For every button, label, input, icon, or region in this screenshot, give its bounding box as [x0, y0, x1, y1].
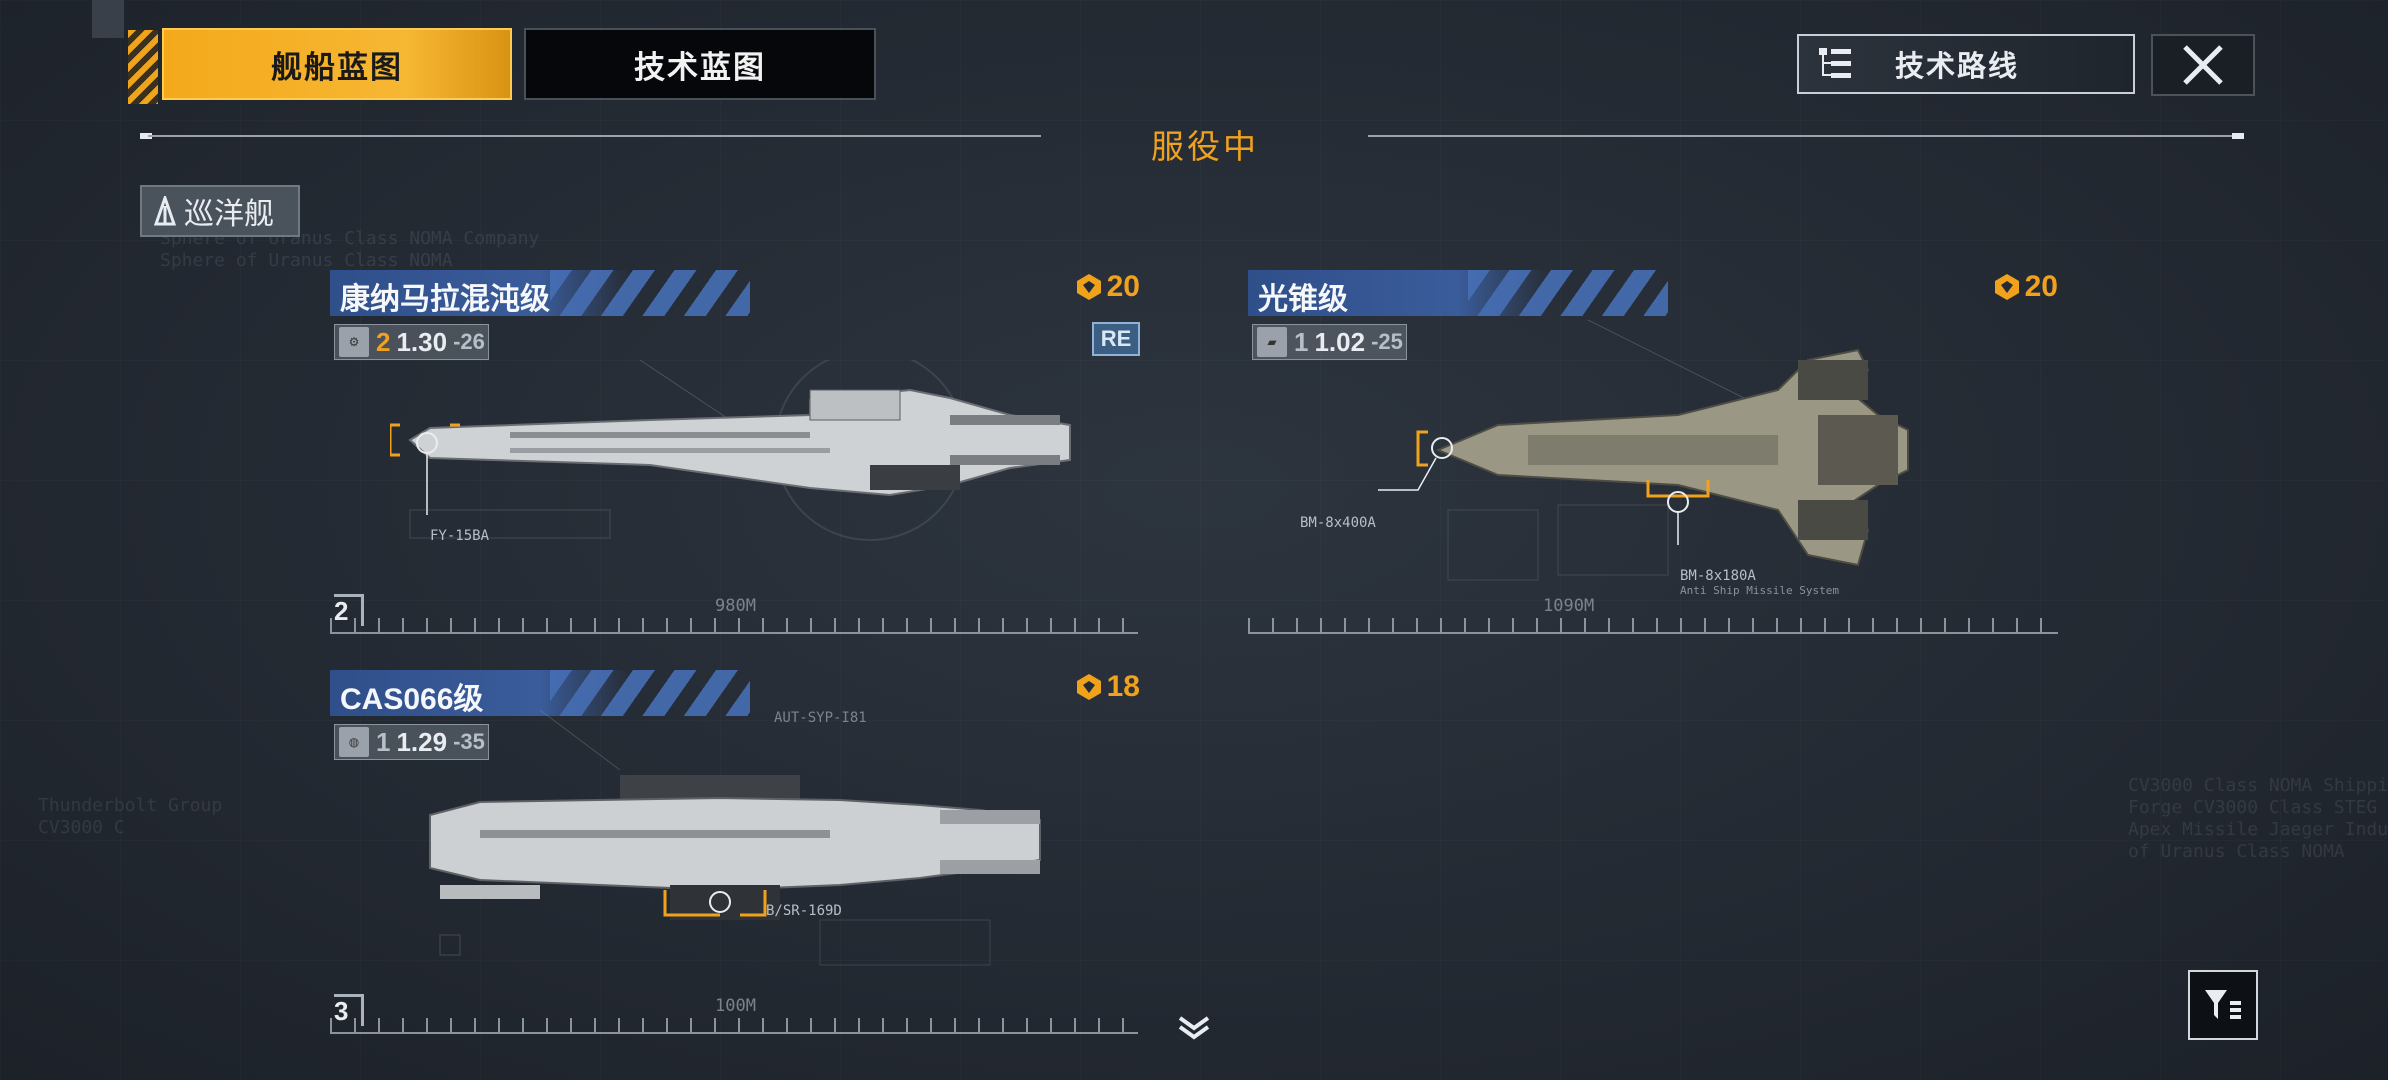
tree-list-icon: [1819, 48, 1851, 78]
corner-decoration: [92, 0, 124, 38]
ship-length: 100M: [715, 996, 756, 1016]
weapon-label: BM-8x400A: [1300, 515, 1376, 531]
ship-class-icon: ▰: [1257, 327, 1287, 357]
ship-length: 980M: [715, 596, 756, 616]
scroll-down-chevron-icon[interactable]: [1174, 1012, 1214, 1042]
ship-cost: 18: [1075, 670, 1140, 704]
weapon-label: BM-8x180A: [1680, 568, 1756, 584]
name-stripes: [550, 670, 750, 716]
ship-card[interactable]: 光锥级 ▰ 1 1.02 -25 20 BM-8x400A BM-8x180A …: [1248, 270, 2058, 640]
ship-ruler: [330, 1018, 1138, 1034]
ship-image: [1378, 320, 1909, 581]
name-stripes: [1468, 270, 1668, 316]
bg-decoration: Sphere of Uranus Class NOMA Company Sphe…: [160, 228, 540, 271]
stat-value: 1.29: [396, 726, 448, 757]
command-point-icon: [1994, 274, 2019, 300]
filter-button[interactable]: [2188, 970, 2258, 1040]
tech-route-button[interactable]: 技术路线: [1797, 34, 2135, 94]
ship-name: 光锥级: [1258, 283, 1348, 316]
ship-stats: ◍ 1 1.29 -35: [334, 724, 489, 760]
ship-ruler: [1248, 618, 2058, 634]
ship-ruler: [330, 618, 1138, 634]
stat-modifier: -35: [453, 729, 485, 754]
cost-value: 20: [1106, 270, 1140, 303]
category-cruiser[interactable]: 巡洋舰: [140, 185, 300, 237]
close-button[interactable]: [2151, 34, 2255, 96]
command-point-icon: [1076, 274, 1101, 300]
cruiser-icon: [154, 196, 176, 226]
cost-value: 20: [2024, 270, 2058, 303]
section-header-in-service: 服役中: [1151, 128, 1259, 165]
stat-value: 1.02: [1314, 326, 1366, 357]
cost-value: 18: [1106, 670, 1140, 703]
tab-ship-blueprint[interactable]: 舰船蓝图: [162, 28, 512, 100]
ship-stats: ▰ 1 1.02 -25: [1252, 324, 1407, 360]
tech-route-label: 技术路线: [1895, 51, 2020, 83]
header-line-cap: [140, 133, 152, 139]
ship-class-icon: ⚙: [339, 327, 369, 357]
ship-stats: ⚙ 2 1.30 -26: [334, 324, 489, 360]
header-line-right: [1368, 135, 2240, 137]
tab-tech-blueprint[interactable]: 技术蓝图: [524, 28, 876, 100]
ship-image: [429, 710, 1041, 966]
stat-modifier: -26: [453, 329, 485, 354]
ship-length: 1090M: [1543, 596, 1595, 616]
ship-image: [390, 360, 1071, 541]
stat-count: 1: [1294, 326, 1309, 357]
header-line-cap: [2232, 133, 2244, 139]
stat-modifier: -25: [1371, 329, 1403, 354]
weapon-label: FY-15BA: [430, 528, 490, 544]
ship-card[interactable]: CAS066级 ◍ 1 1.29 -35 18 B/SR-169D AUT-SY…: [330, 670, 1140, 1040]
header-line-left: [148, 135, 1041, 137]
tab-decoration: [128, 30, 158, 104]
name-stripes: [550, 270, 750, 316]
bg-decoration: Thunderbolt Group CV3000 C: [38, 795, 223, 838]
weapon-label: AUT-SYP-I81: [774, 710, 867, 726]
weapon-label: B/SR-169D: [766, 903, 842, 919]
weapon-description: Anti Ship Missile System: [1680, 584, 1839, 597]
stat-value: 1.30: [396, 326, 448, 357]
filter-icon: [2205, 990, 2241, 1019]
ship-card[interactable]: 康纳马拉混沌级 ⚙ 2 1.30 -26 20 RE FY-15BA 980M …: [330, 270, 1140, 640]
blueprint-tabs: 舰船蓝图 技术蓝图: [128, 28, 876, 104]
close-icon: [2183, 45, 2223, 85]
command-point-icon: [1076, 674, 1101, 700]
globe-icon: ◍: [339, 727, 369, 757]
ship-cost: 20: [1993, 270, 2058, 304]
ship-name: 康纳马拉混沌级: [340, 283, 550, 316]
re-badge: RE: [1092, 322, 1140, 356]
category-label: 巡洋舰: [184, 198, 274, 231]
stat-count: 1: [376, 726, 391, 757]
bg-decoration: CV3000 Class NOMA Shipping Group Forge C…: [2128, 775, 2388, 862]
stat-count: 2: [376, 326, 391, 357]
ship-cost: 20: [1075, 270, 1140, 304]
ship-name: CAS066级: [340, 683, 484, 716]
